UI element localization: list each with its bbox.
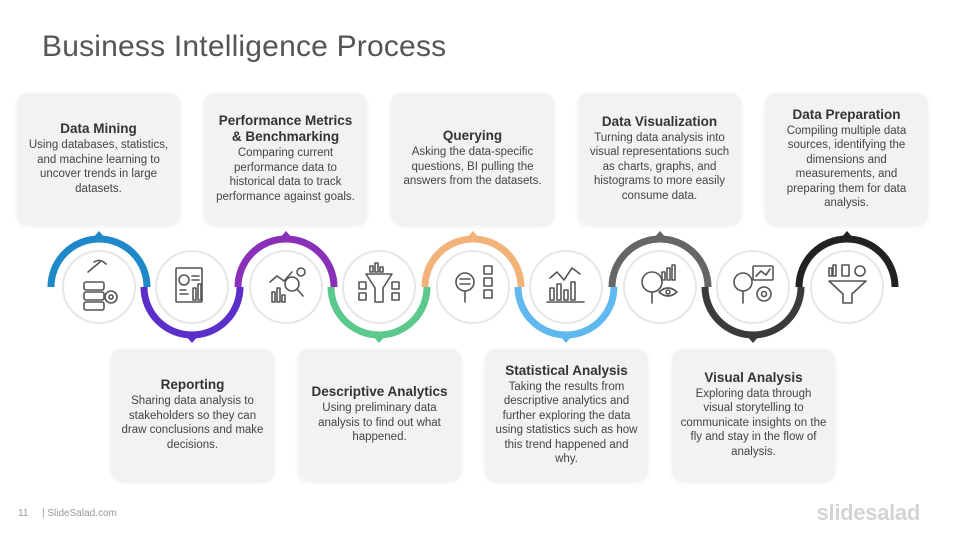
- step-card-visual-analysis: Visual Analysis Exploring data through v…: [672, 349, 835, 480]
- brand-logo: slidesalad: [816, 500, 921, 525]
- process-ring-9: [795, 231, 899, 324]
- step-title: Data Mining: [60, 121, 137, 136]
- step-card-querying: Querying Asking the data-specific questi…: [391, 93, 554, 224]
- step-description: Sharing data analysis to stakeholders so…: [121, 395, 264, 451]
- step-title: Data Visualization: [601, 113, 718, 129]
- page-title: Business Intelligence Process: [42, 30, 447, 63]
- step-description: Compiling multiple data sources, identif…: [786, 124, 907, 210]
- query-magnifier-icon: [455, 265, 493, 303]
- process-ring-8: [701, 250, 805, 343]
- step-title: Visual Analysis: [704, 369, 803, 385]
- step-title: Querying: [442, 128, 503, 144]
- page-number: 11: [18, 508, 29, 519]
- performance-chart-icon: [269, 267, 306, 303]
- step-title: Performance Metrics & Benchmarking: [218, 113, 353, 144]
- funnel-analytics-icon: [358, 262, 400, 303]
- step-description: Using preliminary data analysis to find …: [318, 402, 441, 444]
- step-title: Descriptive Analytics: [311, 384, 448, 400]
- step-card-data-preparation: Data Preparation Compiling multiple data…: [765, 93, 928, 224]
- step-card-descriptive-analytics: Descriptive Analytics Using preliminary …: [298, 349, 461, 480]
- step-description: Turning data analysis into visual repres…: [589, 131, 730, 202]
- step-description: Comparing current performance data to hi…: [216, 147, 355, 203]
- step-card-reporting: Reporting Sharing data analysis to stake…: [111, 349, 274, 480]
- process-ring-2: [140, 250, 244, 343]
- step-description: Taking the results from descriptive anal…: [495, 380, 638, 466]
- data-mining-icon: [83, 259, 118, 311]
- footer-site: | SlideSalad.com: [42, 508, 117, 519]
- step-description: Using databases, statistics, and machine…: [28, 139, 169, 195]
- process-ring-1: [47, 231, 151, 324]
- step-card-data-mining: Data Mining Using databases, statistics,…: [17, 93, 180, 224]
- process-ring-4: [327, 250, 431, 343]
- step-card-statistical-analysis: Statistical Analysis Taking the results …: [485, 349, 648, 480]
- step-description: Exploring data through visual storytelli…: [680, 387, 827, 458]
- statistics-chart-icon: [546, 267, 585, 303]
- step-title: Reporting: [160, 377, 225, 392]
- visualization-eye-icon: [641, 264, 678, 304]
- step-card-performance-metrics: Performance Metrics & Benchmarking Compa…: [204, 93, 367, 224]
- process-ring-3: [234, 231, 338, 324]
- step-title: Statistical Analysis: [505, 362, 628, 378]
- step-description: Asking the data-specific questions, BI p…: [403, 146, 542, 188]
- step-title: Data Preparation: [792, 106, 901, 122]
- step-card-data-visualization: Data Visualization Turning data analysis…: [578, 93, 741, 224]
- report-icon: [175, 267, 203, 303]
- process-ring-6: [514, 250, 618, 343]
- data-preparation-funnel-icon: [828, 264, 867, 304]
- visual-analysis-gear-icon: [733, 265, 774, 304]
